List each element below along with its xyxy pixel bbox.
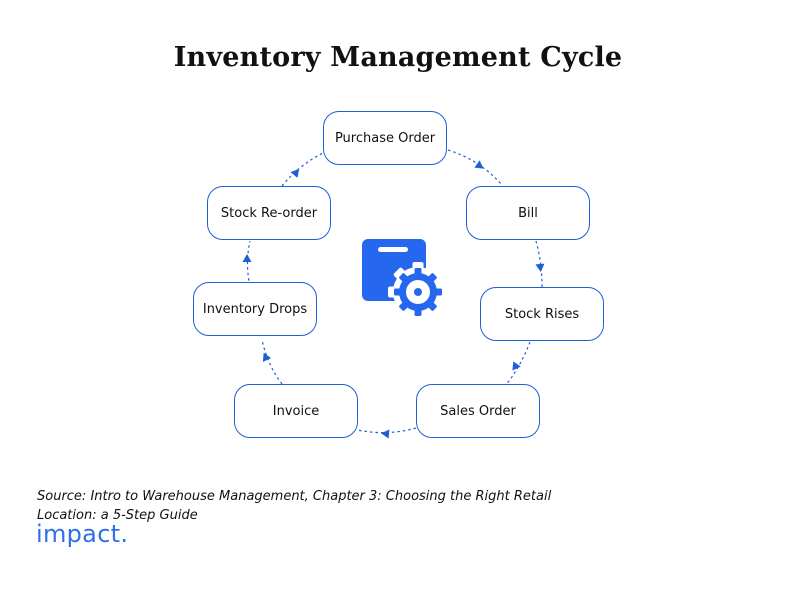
impact-logo: impact. <box>36 520 129 548</box>
diagram-title: Inventory Management Cycle <box>173 42 623 73</box>
node-inventory-drops: Inventory Drops <box>193 282 317 336</box>
arrowhead-inventory-drops <box>262 352 272 362</box>
arrowhead-sales-order <box>512 361 521 371</box>
connector-purchase-bill <box>447 149 503 186</box>
arrowhead-purchase-order <box>290 168 300 178</box>
node-stock-reorder: Stock Re-order <box>207 186 331 240</box>
node-sales-order: Sales Order <box>416 384 540 438</box>
inventory-box-gear-icon <box>362 239 444 318</box>
node-purchase-order: Purchase Order <box>323 111 447 165</box>
arrowhead-invoice <box>381 429 390 439</box>
node-stock-rises: Stock Rises <box>480 287 604 341</box>
source-line-2: Location: a 5-Step Guide <box>37 508 198 523</box>
connector-invoice-drops <box>261 339 283 385</box>
connector-stock-rises-sales <box>504 341 531 387</box>
node-bill: Bill <box>466 186 590 240</box>
connector-reorder-purchase <box>281 151 326 187</box>
arrowhead-bill <box>474 160 484 169</box>
source-citation: Source: Intro to Warehouse Management, C… <box>37 487 551 525</box>
connector-drops-reorder <box>246 240 251 287</box>
arrowhead-stock-rises <box>535 263 545 272</box>
arrowhead-stock-reorder <box>242 254 252 262</box>
connector-bill-stock-rises <box>535 240 543 288</box>
node-invoice: Invoice <box>234 384 358 438</box>
source-line-1: Source: Intro to Warehouse Management, C… <box>37 489 552 504</box>
